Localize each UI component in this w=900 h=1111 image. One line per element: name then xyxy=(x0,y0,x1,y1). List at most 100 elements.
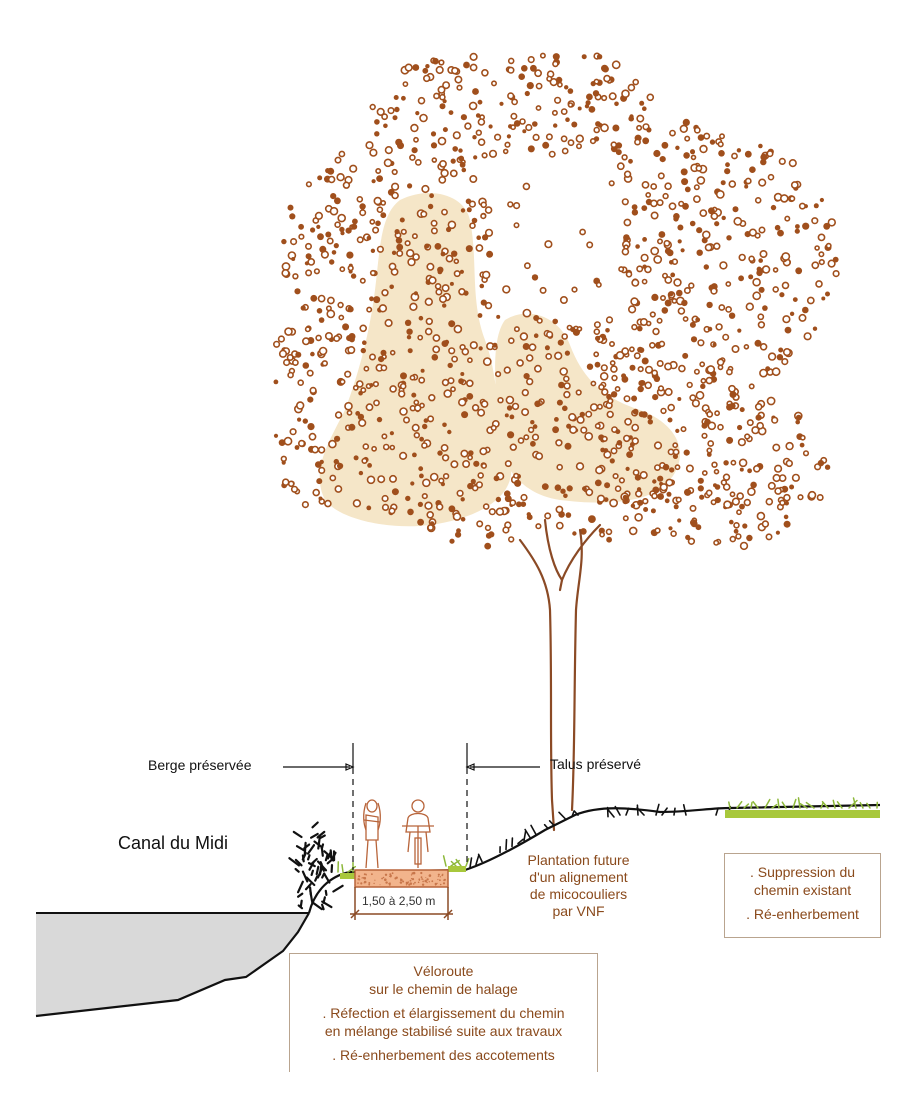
foliage-dot xyxy=(465,198,472,205)
path-width-label: 1,50 à 2,50 m xyxy=(362,894,436,908)
foliage-dot xyxy=(484,542,492,550)
foliage-dot xyxy=(438,175,447,184)
foliage-dot xyxy=(739,407,745,413)
foliage-dot xyxy=(338,314,345,321)
foliage-dot xyxy=(297,417,302,422)
foliage-dot xyxy=(458,155,465,162)
foliage-dot xyxy=(482,270,491,280)
foliage-dot xyxy=(575,143,582,150)
foliage-dot xyxy=(795,419,800,425)
foliage-dot xyxy=(462,459,471,468)
foliage-dot xyxy=(697,485,704,492)
foliage-dot xyxy=(339,378,346,385)
foliage-dot xyxy=(731,497,741,506)
foliage-dot xyxy=(568,413,577,422)
green-grass-tick xyxy=(442,855,447,867)
foliage-dot xyxy=(621,198,629,206)
foliage-dot xyxy=(737,424,743,431)
foliage-dot xyxy=(539,286,547,294)
foliage-dot xyxy=(294,445,300,450)
foliage-dot xyxy=(437,269,443,275)
foliage-dot xyxy=(743,498,751,507)
plantation-line: par VNF xyxy=(552,903,605,919)
foliage-dot xyxy=(790,181,799,189)
foliage-dot xyxy=(666,491,672,497)
foliage-dot xyxy=(520,493,528,502)
foliage-dot xyxy=(507,92,515,100)
foliage-dot xyxy=(622,494,628,500)
foliage-dot xyxy=(469,175,478,184)
foliage-dot xyxy=(365,141,374,150)
foliage-dot xyxy=(778,347,784,353)
foliage-dot xyxy=(783,493,791,502)
foliage-dot xyxy=(417,96,426,105)
veloroute-subtitle: sur le chemin de halage xyxy=(369,981,518,997)
right-box-item: . Ré-enherbement xyxy=(746,906,859,922)
foliage-dot xyxy=(723,500,732,509)
gravel-dot xyxy=(389,873,392,876)
foliage-dot xyxy=(627,83,636,92)
foliage-dot xyxy=(625,270,633,278)
foliage-dot xyxy=(758,143,763,149)
foliage-dot xyxy=(504,141,511,148)
foliage-dot xyxy=(677,518,682,523)
foliage-dot xyxy=(637,385,644,393)
foliage-dot xyxy=(575,134,584,143)
foliage-dot xyxy=(432,57,439,65)
foliage-dot xyxy=(513,222,520,229)
canal-water xyxy=(36,913,309,1016)
foliage-dot xyxy=(690,154,697,161)
foliage-dot xyxy=(527,145,535,153)
slope-grass-marks xyxy=(469,803,732,869)
foliage-dot xyxy=(713,483,717,488)
green-grass-tick xyxy=(832,799,836,809)
foliage-dot xyxy=(381,494,389,503)
foliage-dot xyxy=(305,181,313,188)
foliage-dot xyxy=(458,378,464,385)
foliage-dot xyxy=(372,381,380,388)
foliage-dot xyxy=(650,508,656,514)
grass-tick xyxy=(682,803,687,816)
plantation-note: Plantation future d'un alignement de mic… xyxy=(511,852,646,920)
foliage-dot xyxy=(492,342,498,348)
foliage-dot xyxy=(480,400,489,408)
foliage-dot xyxy=(637,499,644,506)
foliage-dot xyxy=(513,326,520,333)
foliage-dot xyxy=(757,313,765,321)
foliage-dot xyxy=(677,224,684,231)
foliage-dot xyxy=(503,366,511,374)
foliage-dot xyxy=(481,152,488,159)
foliage-dot xyxy=(422,67,429,74)
foliage-dot xyxy=(621,247,630,256)
foliage-dot xyxy=(682,316,689,322)
foliage-dot xyxy=(754,197,762,204)
foliage-dot xyxy=(584,431,594,441)
foliage-dot xyxy=(798,202,806,210)
foliage-dot xyxy=(669,467,675,473)
foliage-dot xyxy=(724,168,731,175)
grass-tick xyxy=(558,811,567,821)
foliage-dot xyxy=(531,274,539,281)
green-grass-tick xyxy=(752,800,759,809)
foliage-dot xyxy=(634,512,643,522)
tree-trunk xyxy=(518,518,602,832)
shrub-stroke xyxy=(310,857,318,865)
foliage-dot xyxy=(689,504,697,512)
foliage-dot xyxy=(313,268,321,275)
foliage-dot xyxy=(473,460,480,467)
foliage-dot xyxy=(690,149,695,155)
foliage-dot xyxy=(381,289,389,297)
foliage-dot xyxy=(631,323,638,331)
shrub-stroke xyxy=(301,870,309,883)
foliage-dot xyxy=(615,429,621,435)
foliage-dot xyxy=(631,278,640,287)
foliage-dot xyxy=(585,410,593,418)
foliage-dot xyxy=(681,299,688,307)
foliage-dot xyxy=(479,283,485,289)
foliage-dot xyxy=(521,65,528,72)
foliage-dot xyxy=(536,317,543,324)
foliage-dot xyxy=(302,418,308,424)
foliage-dot xyxy=(531,433,540,441)
foliage-dot xyxy=(632,408,639,415)
foliage-dot xyxy=(426,262,435,271)
